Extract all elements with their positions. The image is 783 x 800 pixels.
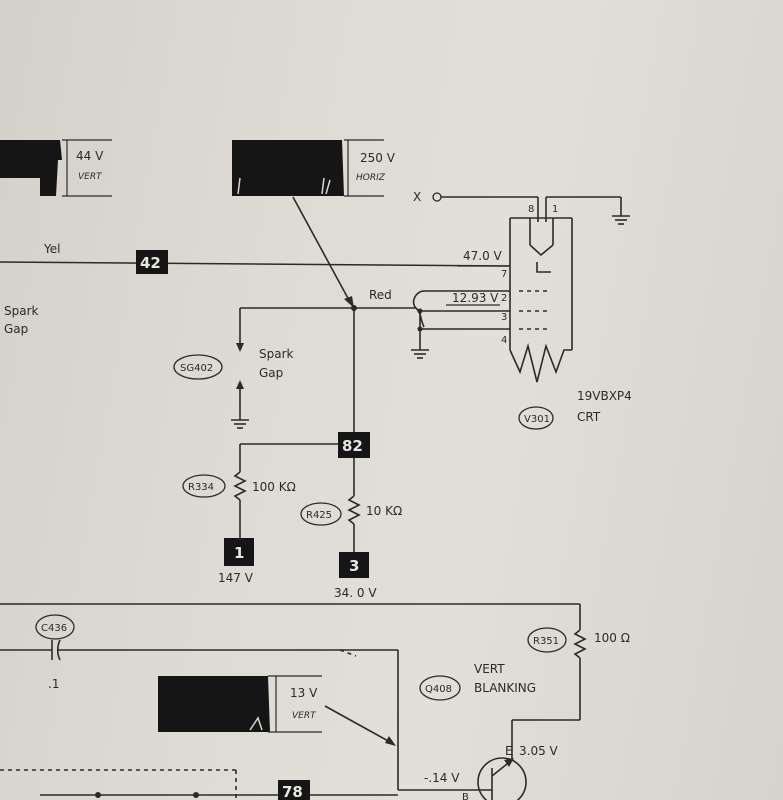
- lower-circuit: R351 100 Ω C436 .1 13 V VERT Q408 VERT B…: [0, 603, 630, 800]
- ground-icon: [231, 419, 249, 429]
- crt-ref: V301: [524, 414, 550, 425]
- crt-type: CRT: [577, 410, 601, 424]
- svg-text:100 Ω: 100 Ω: [594, 631, 630, 645]
- waveform-13-mode: VERT: [292, 711, 317, 721]
- x-label: X: [413, 190, 421, 204]
- svg-text:C436: C436: [41, 623, 67, 634]
- svg-text:Spark: Spark: [4, 304, 39, 318]
- crt-v301: 8 1 7 2 3 4 19VBXP4 CRT V301: [501, 196, 632, 430]
- svg-text:R351: R351: [533, 636, 559, 647]
- crt-pin-7: 7: [501, 269, 507, 280]
- red-wire-label: Red: [369, 288, 392, 302]
- test-point-42: 42: [136, 250, 168, 274]
- tp1-voltage: 147 V: [218, 571, 254, 585]
- ground-icon: [612, 215, 630, 225]
- svg-text:B: B: [462, 792, 469, 800]
- svg-text:42: 42: [140, 254, 161, 272]
- crt-pin-4: 4: [501, 335, 507, 346]
- test-point-82: 82: [338, 432, 370, 458]
- waveform-250-mode: HORIZ: [356, 173, 386, 183]
- svg-text:Q408: Q408: [425, 684, 452, 695]
- test-point-3: 3 34. 0 V: [334, 552, 377, 600]
- svg-text:10 KΩ: 10 KΩ: [366, 504, 402, 518]
- q408-emitter-voltage: 3.05 V: [519, 744, 559, 758]
- waveform-250-value: 250 V: [360, 151, 396, 165]
- sg402-ref: SG402: [180, 363, 213, 374]
- svg-text:82: 82: [342, 437, 363, 455]
- yellow-wire-label: Yel: [43, 242, 60, 256]
- svg-text:VERT: VERT: [474, 662, 505, 676]
- spark-gap-left: Spark Gap: [4, 304, 39, 336]
- resistor-r334: R334 100 KΩ: [182, 443, 338, 540]
- svg-text:R334: R334: [188, 482, 214, 493]
- svg-text:1: 1: [234, 544, 244, 562]
- pin7-voltage: 47.0 V: [463, 249, 503, 263]
- red-wire-network: Red 12.93 V: [240, 288, 510, 432]
- ground-icon: [411, 349, 429, 359]
- tp3-voltage: 34. 0 V: [334, 586, 377, 600]
- test-point-1: 1 147 V: [218, 538, 254, 585]
- crt-pin-1: 1: [552, 204, 558, 215]
- svg-text:78: 78: [282, 783, 303, 800]
- svg-text:Gap: Gap: [259, 366, 283, 380]
- q408-base-voltage: -.14 V: [424, 771, 460, 785]
- crt-pin-2: 2: [501, 293, 507, 304]
- svg-text:Spark: Spark: [259, 347, 294, 361]
- svg-text:100 KΩ: 100 KΩ: [252, 480, 296, 494]
- svg-text:R425: R425: [306, 510, 332, 521]
- test-point-78: 78: [278, 780, 310, 800]
- svg-text:3: 3: [349, 557, 359, 575]
- waveform-13-value: 13 V: [290, 686, 318, 700]
- svg-text:.1: .1: [48, 677, 59, 691]
- resistor-r425: R425 10 KΩ: [300, 458, 402, 552]
- svg-text:Gap: Gap: [4, 322, 28, 336]
- svg-text:E: E: [505, 744, 513, 758]
- crt-pin-8: 8: [528, 204, 534, 215]
- pin2-voltage: 12.93 V: [452, 291, 499, 305]
- waveform-44-value: 44 V: [76, 149, 104, 163]
- svg-text:BLANKING: BLANKING: [474, 681, 536, 695]
- crt-pin-3: 3: [501, 312, 507, 323]
- waveform-vert-44: 44 V VERT: [0, 139, 112, 197]
- crt-ref-oval: [518, 406, 554, 430]
- x-terminal-dot: [432, 192, 442, 202]
- spark-gap-sg402: SG402 Spark Gap: [173, 308, 294, 429]
- waveform-horiz-250: 250 V HORIZ: [232, 139, 396, 308]
- waveform-44-mode: VERT: [78, 172, 103, 182]
- crt-model: 19VBXP4: [577, 389, 632, 403]
- yellow-wire: Yel 47.0 V: [0, 242, 511, 267]
